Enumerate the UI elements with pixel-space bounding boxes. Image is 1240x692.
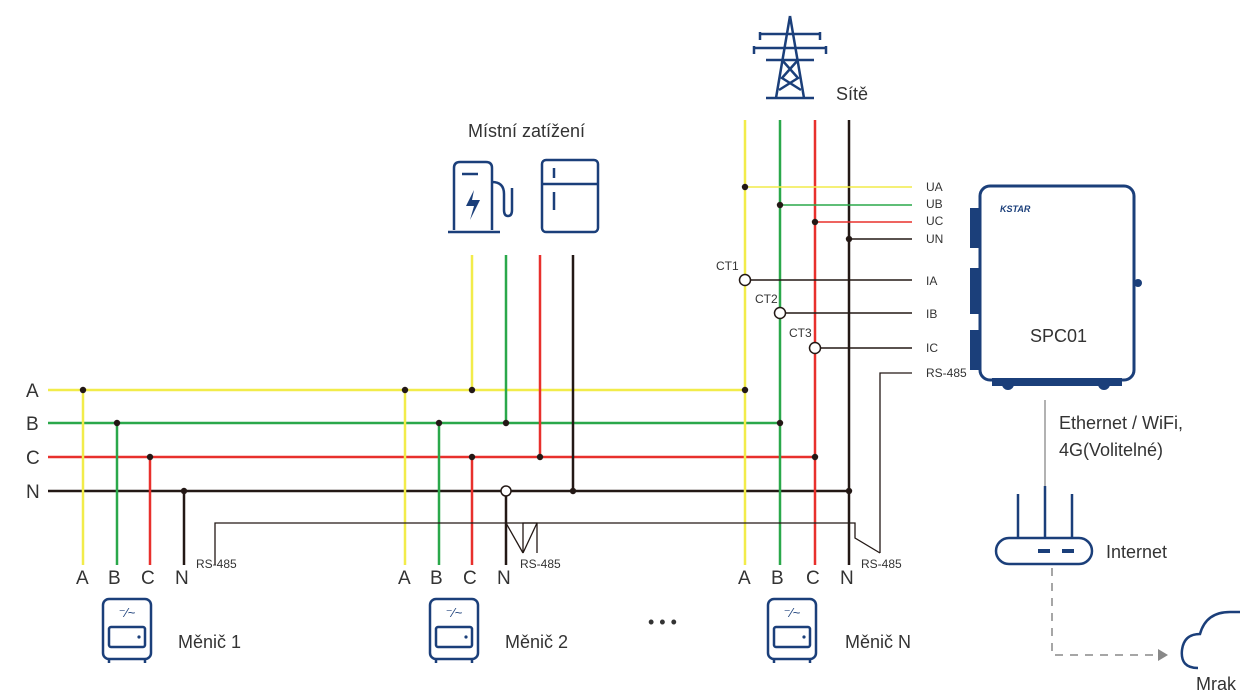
load-lines [470,255,575,491]
controller-brand: KSTAR [1000,204,1031,214]
router-icon [994,486,1094,566]
invn-terminal-n: N [840,568,854,589]
invn-terminal-c: C [806,568,820,589]
svg-text:⁻⁄~: ⁻⁄~ [119,605,136,620]
ct2-ring [773,306,787,320]
ct-rings [738,273,822,355]
ev-charger-icon [448,160,514,234]
inverter-2-drops [403,390,508,565]
cloud-icon [1180,610,1240,670]
inv2-terminal-c: C [463,568,477,589]
invn-terminal-b: B [771,568,784,589]
inverter-1-drops [81,390,186,565]
bus-label-a: A [26,381,39,402]
cloud-label: Mrak [1196,674,1237,692]
label-ib: IB [926,307,937,321]
label-ia: IA [926,274,937,288]
inv1-rs485: RS-485 [196,557,237,571]
inverter-icon: ⁻⁄~ [101,597,153,663]
comm-label-1: Ethernet / WiFi, [1059,413,1183,433]
internet-label: Internet [1106,542,1167,562]
inv2-rs485: RS-485 [520,557,561,571]
power-tower-icon [752,15,828,100]
bus-label-c: C [26,448,40,469]
controller-device [970,184,1142,390]
inv2-terminal-n: N [497,568,511,589]
label-ua: UA [926,180,943,194]
svg-text:⁻⁄~: ⁻⁄~ [446,605,463,620]
local-load-label: Místní zatížení [468,121,585,141]
rs485-bus [214,372,912,565]
label-uc: UC [926,214,944,228]
label-rs485-ctrl: RS-485 [926,366,967,380]
label-ub: UB [926,197,943,211]
voltage-sense-lines [745,186,912,240]
crossing-ring [500,485,512,497]
controller-name: SPC01 [1030,326,1087,346]
svg-text:⁻⁄~: ⁻⁄~ [784,605,801,620]
bus-label-n: N [26,482,40,503]
ct1-label: CT1 [716,259,739,273]
grid-label: Sítě [836,84,868,104]
inverter-1-label: Měnič 1 [178,632,241,652]
inv1-terminal-a: A [76,568,89,589]
cloud-link [1051,568,1160,656]
refrigerator-icon [540,158,600,234]
ct3-label: CT3 [789,326,812,340]
inverter-2-label: Měnič 2 [505,632,568,652]
comm-label-2: 4G(Volitelné) [1059,440,1163,460]
invn-rs485: RS-485 [861,557,902,571]
ct2-label: CT2 [755,292,778,306]
inv1-terminal-n: N [175,568,189,589]
inv2-terminal-b: B [430,568,443,589]
ct3-ring [808,341,822,355]
cloud-link-arrow [1158,649,1168,661]
inverter-n-label: Měnič N [845,632,911,652]
ellipsis: • • • [648,612,677,632]
ct-lines [751,279,912,349]
inv1-terminal-b: B [108,568,121,589]
bus-lines [48,388,849,493]
label-un: UN [926,232,943,246]
inverter-icon: ⁻⁄~ [766,597,818,663]
invn-terminal-a: A [738,568,751,589]
inverter-icon: ⁻⁄~ [428,597,480,663]
inv2-terminal-a: A [398,568,411,589]
ct1-ring [738,273,752,287]
bus-label-b: B [26,414,39,435]
label-ic: IC [926,341,938,355]
junction-dots [79,183,853,495]
inv1-terminal-c: C [141,568,155,589]
